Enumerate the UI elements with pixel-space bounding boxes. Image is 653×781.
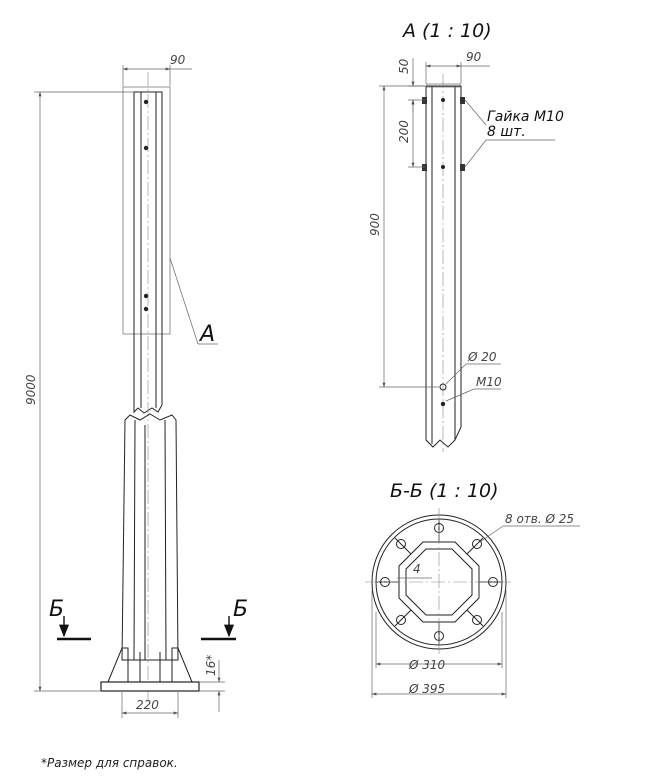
base-plate: [100, 681, 200, 692]
svg-text:90: 90: [466, 50, 482, 64]
section-bb: Б-Б (1 : 10): [365, 480, 580, 698]
nut: [422, 164, 427, 171]
nut: [460, 97, 465, 104]
svg-text:220: 220: [136, 698, 159, 712]
footnote: *Размер для справок.: [41, 756, 178, 770]
bolt-hole: [143, 293, 149, 299]
callout-a: А: [169, 257, 218, 347]
svg-text:200: 200: [397, 120, 411, 143]
dim-detail-width: 90: [425, 50, 490, 84]
svg-text:9000: 9000: [24, 374, 38, 405]
svg-text:Ø 20: Ø 20: [467, 350, 497, 364]
flange-hole: [472, 615, 482, 625]
svg-text:Ø 395: Ø 395: [408, 682, 445, 696]
svg-text:8 шт.: 8 шт.: [487, 124, 526, 140]
dim-top-width: 90: [122, 53, 192, 86]
section-mark-left: Б: [49, 597, 91, 641]
pole-lower: [121, 413, 179, 661]
nut: [460, 164, 465, 171]
detail-a-frame: [122, 86, 171, 335]
holes-label: 8 отв. Ø 25: [479, 512, 580, 543]
nut: [422, 97, 427, 104]
svg-text:50: 50: [397, 58, 411, 74]
detail-a: А (1 : 10) 90: [368, 20, 564, 452]
dim-height: 9000: [24, 91, 134, 692]
pole-base: [100, 647, 200, 692]
nut-label: Гайка М10 8 шт.: [464, 99, 564, 168]
bolt-hole: [143, 99, 149, 105]
flange-hole: [472, 539, 482, 549]
pole-upper: [133, 72, 163, 700]
dim-inner-diameter: Ø 310: [375, 612, 503, 672]
svg-text:90: 90: [170, 53, 186, 67]
svg-text:Б: Б: [49, 597, 64, 622]
svg-text:Гайка М10: Гайка М10: [487, 109, 564, 125]
dim-outer-diameter: Ø 395: [371, 590, 507, 698]
nuts: [422, 97, 465, 407]
section-bb-title: Б-Б (1 : 10): [390, 480, 499, 502]
dim-900: 900: [368, 85, 439, 388]
dim-base-thickness: 16*: [199, 655, 225, 712]
svg-text:900: 900: [368, 213, 382, 236]
dim-base-width: 220: [121, 692, 179, 718]
svg-text:Ø 310: Ø 310: [408, 658, 446, 672]
svg-text:8 отв. Ø 25: 8 отв. Ø 25: [505, 512, 574, 526]
svg-text:Б: Б: [233, 597, 248, 622]
pole-view: 90 9000 220 16* А: [24, 53, 248, 718]
section-mark-right: Б: [201, 597, 248, 641]
detail-a-title: А (1 : 10): [401, 20, 492, 42]
hole-labels: Ø 20 М10: [445, 350, 502, 402]
svg-text:16*: 16*: [204, 655, 218, 676]
flange-hole: [396, 615, 406, 625]
dim-200: 200: [397, 99, 425, 168]
svg-text:М10: М10: [476, 375, 502, 389]
svg-text:4: 4: [413, 562, 421, 576]
bolt-hole: [143, 145, 149, 151]
dim-4: 4: [397, 562, 432, 579]
flange-hole: [396, 539, 406, 549]
dim-50: 50: [397, 58, 425, 112]
bolt-hole: [143, 306, 149, 312]
svg-text:А: А: [198, 322, 215, 347]
